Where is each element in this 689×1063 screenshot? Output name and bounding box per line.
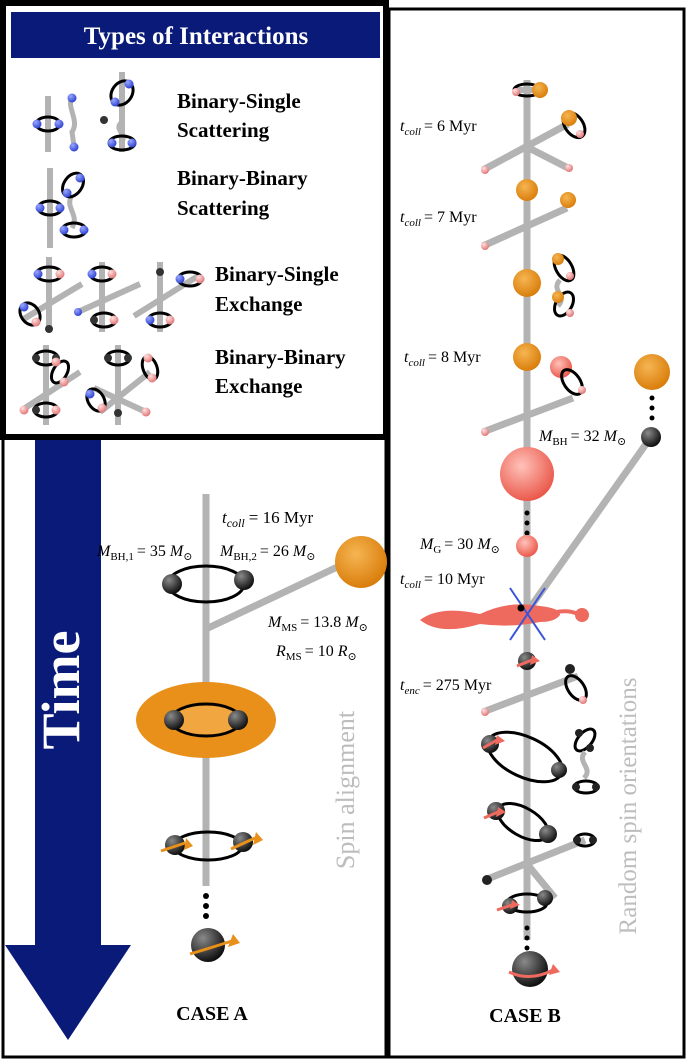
massive-star <box>335 536 387 588</box>
case-a-side-label: Spin alignment <box>331 710 360 869</box>
legend-item-1-line2: Scattering <box>177 118 270 142</box>
case-b-tree <box>420 80 670 987</box>
case-b-tcoll-7-label: tcoll= 7 Myr <box>400 209 477 229</box>
case-b-tcoll-10-label: tcoll= 10 Myr <box>400 571 485 591</box>
merged-black-hole <box>191 928 225 962</box>
legend-item-3-line1: Binary-Single <box>215 262 339 286</box>
legend-title: Types of Interactions <box>84 23 309 50</box>
case-b-side-label: Random spin orientations <box>615 678 642 935</box>
legend-item-1-line1: Binary-Single <box>177 89 301 113</box>
case-b-tcoll-6-label: tcoll= 6 Myr <box>400 118 477 138</box>
legend-item-2-line2: Scattering <box>177 196 270 220</box>
legend-title-bar <box>11 12 380 58</box>
legend-item-4-line1: Binary-Binary <box>215 345 346 369</box>
case-b-tcoll-8-label: tcoll= 8 Myr <box>404 349 481 369</box>
legend-item-4-line2: Exchange <box>215 374 303 398</box>
case-a-tree <box>136 494 387 962</box>
case-b-tenc-label: tenc= 275 Myr <box>400 677 492 697</box>
case-b-frame <box>387 7 686 1059</box>
black-hole <box>162 574 182 594</box>
case-b-title: CASE B <box>489 1005 561 1027</box>
giant-star <box>516 535 538 557</box>
merger-product <box>500 447 554 501</box>
binary-single-scattering-icon <box>32 72 137 152</box>
binary-single-exchange-icon <box>18 257 205 333</box>
time-arrow <box>5 440 131 1040</box>
final-black-hole <box>512 951 548 987</box>
disrupted-star <box>420 604 560 630</box>
legend-item-2-line1: Binary-Binary <box>177 166 308 190</box>
binary-binary-scattering-icon <box>35 168 89 248</box>
case-a-tcoll-label: tcoll= 16 Myr <box>222 508 313 530</box>
binary-binary-exchange-icon <box>19 345 160 425</box>
case-a-frame <box>1 435 388 1059</box>
legend-item-3-line2: Exchange <box>215 292 303 316</box>
case-a-title: CASE A <box>176 1003 248 1025</box>
time-label: Time <box>31 631 91 750</box>
black-hole <box>234 570 254 590</box>
legend-frame <box>0 0 389 440</box>
